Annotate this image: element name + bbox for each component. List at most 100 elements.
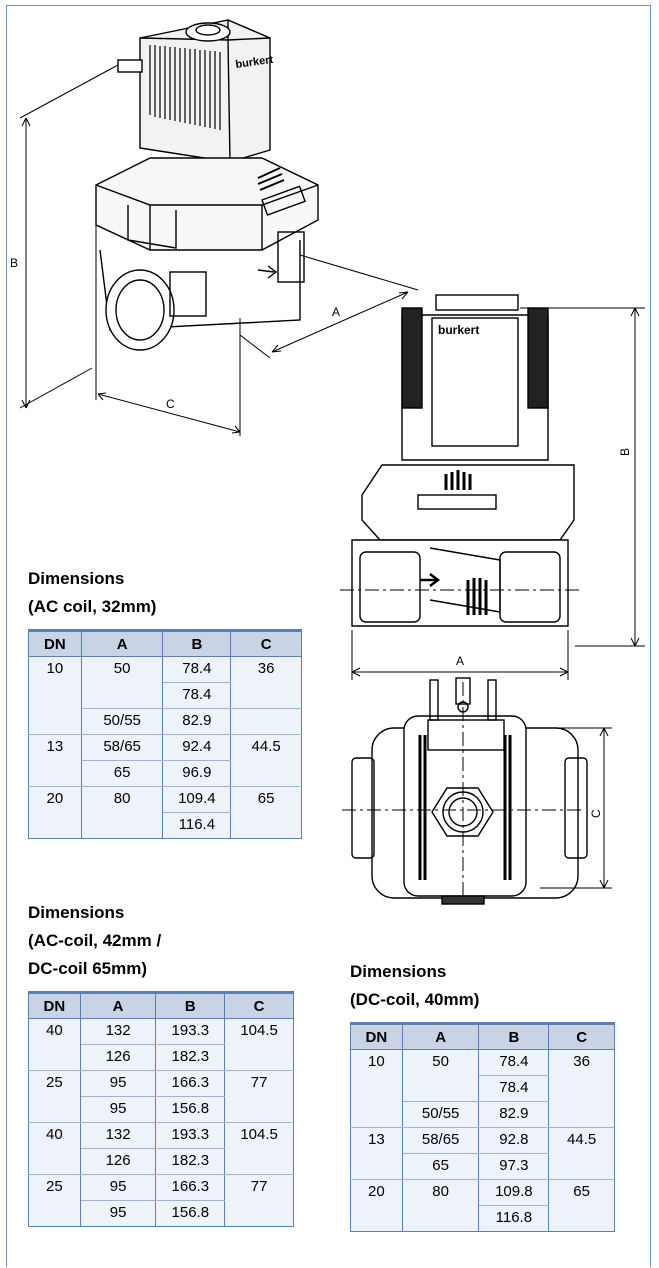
table3-heading: Dimensions (DC-coil, 40mm) xyxy=(350,962,480,1009)
dim-label-b-front: B xyxy=(618,448,632,456)
cell-dn: 20 xyxy=(28,786,82,813)
cell-a: 132 xyxy=(79,1018,157,1045)
table-header-row: DN A B C xyxy=(28,991,294,1019)
cell-c: 65 xyxy=(548,1179,615,1206)
table-row: 20 80 109.8 65 xyxy=(350,1179,615,1206)
table-row: 116.4 xyxy=(28,812,302,839)
table-row: 40 132 193.3 104.5 xyxy=(28,1018,294,1045)
col-header-dn: DN xyxy=(28,991,81,1019)
cell-b: 78.4 xyxy=(478,1049,550,1076)
cell-a xyxy=(401,1205,480,1232)
cell-c xyxy=(224,1096,294,1123)
cell-a: 50 xyxy=(80,656,164,683)
table-row: 25 95 166.3 77 xyxy=(28,1070,294,1097)
table2-heading: Dimensions (AC-coil, 42mm / DC-coil 65mm… xyxy=(28,903,162,978)
cell-b: 92.8 xyxy=(478,1127,550,1154)
table-row: 50/55 82.9 xyxy=(28,708,302,735)
cell-b: 182.3 xyxy=(155,1044,226,1071)
cell-dn xyxy=(28,812,82,839)
cell-a: 50/55 xyxy=(80,708,164,735)
cell-a: 126 xyxy=(79,1148,157,1175)
cell-b: 92.4 xyxy=(162,734,232,761)
cell-a: 58/65 xyxy=(401,1127,480,1154)
cell-a: 132 xyxy=(79,1122,157,1149)
cell-dn xyxy=(350,1075,403,1102)
table-header-row: DN A B C xyxy=(350,1022,615,1050)
table-row: 78.4 xyxy=(28,682,302,709)
brand-logo-front: burkert xyxy=(438,323,479,337)
cell-dn xyxy=(350,1205,403,1232)
table3-dimensions-dc-40mm: DN A B C 10 50 78.4 36 78.4 50/55 82.9 1… xyxy=(350,1022,615,1232)
cell-c xyxy=(230,682,302,709)
cell-b: 156.8 xyxy=(155,1200,226,1227)
cell-c: 44.5 xyxy=(230,734,302,761)
cell-dn: 25 xyxy=(28,1070,81,1097)
dim-label-a-iso: A xyxy=(332,305,340,319)
col-header-b: B xyxy=(162,629,232,657)
table-row: 13 58/65 92.4 44.5 xyxy=(28,734,302,761)
dim-label-b-iso: B xyxy=(10,256,18,270)
table-row: 20 80 109.4 65 xyxy=(28,786,302,813)
cell-a: 80 xyxy=(80,786,164,813)
table-row: 40 132 193.3 104.5 xyxy=(28,1122,294,1149)
top-valve-view xyxy=(342,677,612,905)
table-row: 65 96.9 xyxy=(28,760,302,787)
cell-c: 36 xyxy=(230,656,302,683)
cell-b: 193.3 xyxy=(155,1122,226,1149)
brand-logo-iso: burkert xyxy=(235,54,275,71)
col-header-a: A xyxy=(80,629,164,657)
col-header-a: A xyxy=(401,1022,480,1050)
dim-label-c-top: C xyxy=(589,809,603,818)
cell-dn xyxy=(28,1044,81,1071)
cell-b: 166.3 xyxy=(155,1070,226,1097)
cell-c: 104.5 xyxy=(224,1018,294,1045)
table-row: 78.4 xyxy=(350,1075,615,1102)
cell-a: 95 xyxy=(79,1096,157,1123)
col-header-c: C xyxy=(224,991,294,1019)
cell-a xyxy=(80,812,164,839)
cell-dn: 20 xyxy=(350,1179,403,1206)
table-row: 126 182.3 xyxy=(28,1044,294,1071)
cell-a: 95 xyxy=(79,1174,157,1201)
cell-c: 44.5 xyxy=(548,1127,615,1154)
cell-dn: 25 xyxy=(28,1174,81,1201)
cell-dn xyxy=(28,1200,81,1227)
cell-b: 82.9 xyxy=(162,708,232,735)
cell-b: 116.4 xyxy=(162,812,232,839)
cell-c: 36 xyxy=(548,1049,615,1076)
cell-c xyxy=(548,1075,615,1102)
cell-b: 182.3 xyxy=(155,1148,226,1175)
dim-label-a-front: A xyxy=(456,654,464,668)
cell-b: 78.4 xyxy=(478,1075,550,1102)
cell-dn xyxy=(28,682,82,709)
cell-c xyxy=(224,1200,294,1227)
cell-b: 97.3 xyxy=(478,1153,550,1180)
cell-a: 95 xyxy=(79,1070,157,1097)
cell-b: 116.8 xyxy=(478,1205,550,1232)
table-header-row: DN A B C xyxy=(28,629,302,657)
table1-dimensions-ac-32mm: DN A B C 10 50 78.4 36 78.4 50/55 82.9 1… xyxy=(28,629,302,839)
page-frame xyxy=(6,5,651,1267)
cell-a xyxy=(401,1075,480,1102)
dim-label-c-iso: C xyxy=(166,397,175,411)
cell-c: 65 xyxy=(230,786,302,813)
cell-c: 104.5 xyxy=(224,1122,294,1149)
cell-dn: 13 xyxy=(28,734,82,761)
cell-c xyxy=(224,1044,294,1071)
cell-b: 78.4 xyxy=(162,656,232,683)
cell-dn: 10 xyxy=(28,656,82,683)
cell-a: 65 xyxy=(80,760,164,787)
cell-a: 126 xyxy=(79,1044,157,1071)
cell-b: 78.4 xyxy=(162,682,232,709)
col-header-b: B xyxy=(478,1022,550,1050)
table-row: 95 156.8 xyxy=(28,1096,294,1123)
cell-c: 77 xyxy=(224,1070,294,1097)
cell-dn xyxy=(350,1153,403,1180)
col-header-b: B xyxy=(155,991,226,1019)
cell-dn xyxy=(28,708,82,735)
cell-c xyxy=(230,708,302,735)
cell-a: 80 xyxy=(401,1179,480,1206)
cell-a: 95 xyxy=(79,1200,157,1227)
cell-a: 58/65 xyxy=(80,734,164,761)
cell-dn xyxy=(28,760,82,787)
